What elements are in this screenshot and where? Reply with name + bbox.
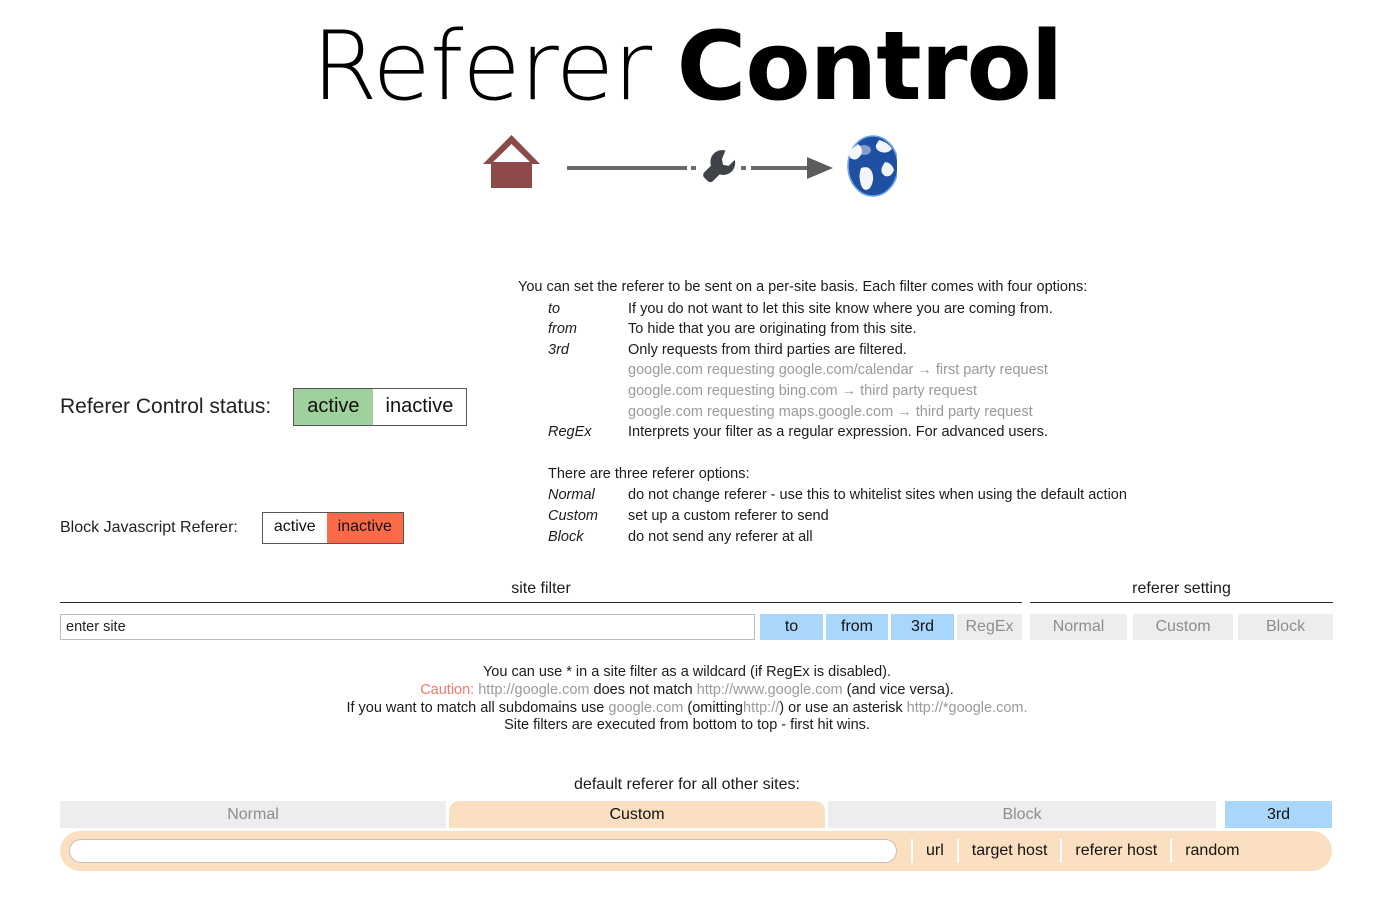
site-filter-input[interactable]: [60, 614, 755, 640]
block-javascript-referer-label: Block Javascript Referer:: [60, 519, 238, 536]
page-title: Referer Control: [0, 0, 1374, 126]
explanation-row-to: to If you do not want to let this site k…: [518, 299, 1053, 320]
def-block: do not send any referer at all: [628, 528, 813, 545]
arrow-right-icon: [807, 157, 833, 179]
referer-option-custom[interactable]: Custom: [1133, 614, 1233, 640]
term-normal: Normal: [548, 487, 595, 504]
def-to: If you do not want to let this site know…: [628, 300, 1053, 317]
flow-dash-left: [691, 166, 696, 170]
explanation-intro: You can set the referer to be sent on a …: [518, 279, 1088, 295]
hint2-url2: http://www.google.com: [696, 681, 843, 698]
referer-options-block: There are three referer options: Normal …: [518, 464, 1158, 547]
term-custom: Custom: [548, 507, 598, 524]
flow-dash-right: [741, 166, 746, 170]
block-javascript-referer-row: Block Javascript Referer: active inactiv…: [60, 512, 404, 544]
default-referer-label: default referer for all other sites:: [574, 776, 800, 793]
def-3rd-main: Only requests from third parties are fil…: [628, 341, 907, 358]
explanation-row-3rd: 3rd Only requests from third parties are…: [518, 340, 1053, 422]
hint2-url1: http://google.com: [478, 681, 590, 698]
default-button-normal[interactable]: Normal: [60, 801, 446, 828]
hint3-a: If you want to match all subdomains use: [346, 699, 605, 716]
hint-line-4: Site filters are executed from bottom to…: [504, 717, 870, 734]
referer-control-status-label: Referer Control status:: [60, 395, 272, 418]
def-3rd: Only requests from third parties are fil…: [628, 340, 1053, 422]
flow-line-left: [567, 166, 687, 170]
explanation-row-from: from To hide that you are originating fr…: [518, 319, 1053, 340]
hint3-url2: http://: [743, 699, 780, 716]
flow-line-right: [751, 166, 809, 170]
custom-referer-input[interactable]: [69, 839, 897, 863]
term-from: from: [548, 321, 577, 338]
status-active-button[interactable]: active: [294, 389, 373, 425]
referer-row-block: Block do not send any referer at all: [518, 527, 1127, 548]
filter-option-from[interactable]: from: [826, 614, 888, 640]
third-example-1: google.com requesting google.com/calenda…: [628, 362, 1048, 379]
term-block: Block: [548, 528, 584, 545]
default-button-custom[interactable]: Custom: [449, 801, 825, 828]
referer-option-normal[interactable]: Normal: [1030, 614, 1127, 640]
explanation-block: You can set the referer to be sent on a …: [518, 277, 1158, 547]
def-regex: Interprets your filter as a regular expr…: [628, 424, 1048, 441]
referer-setting-heading: referer setting: [1030, 580, 1333, 603]
default-referer-buttons: Normal Custom Block 3rd: [0, 801, 1374, 828]
third-example-2: google.com requesting bing.com → third p…: [628, 382, 977, 399]
referer-flow-graphic: [483, 135, 897, 197]
filter-row: to from 3rd RegEx Normal Custom Block: [0, 614, 1374, 642]
block-javascript-referer-toggle[interactable]: active inactive: [261, 512, 404, 544]
hint2-end: (and vice versa).: [846, 681, 954, 698]
custom-button-referer-host[interactable]: referer host: [1060, 839, 1170, 863]
referer-option-block[interactable]: Block: [1238, 614, 1333, 640]
def-normal: do not change referer - use this to whit…: [628, 487, 1127, 504]
referer-options-intro: There are three referer options:: [548, 465, 750, 482]
title-bold-part: Control: [676, 12, 1064, 122]
filter-option-to[interactable]: to: [760, 614, 823, 640]
filter-option-3rd[interactable]: 3rd: [891, 614, 954, 640]
referer-options-table: Normal do not change referer - use this …: [518, 485, 1127, 547]
def-custom: set up a custom referer to send: [628, 507, 829, 524]
referer-row-custom: Custom set up a custom referer to send: [518, 506, 1127, 527]
filter-option-regex[interactable]: RegEx: [957, 614, 1022, 640]
caution-label: Caution:: [420, 681, 475, 698]
filter-headings: site filter referer setting: [0, 580, 1374, 606]
referer-control-status-row: Referer Control status: active inactive: [60, 388, 468, 426]
wrench-icon: [703, 150, 736, 183]
home-icon: [483, 135, 540, 188]
js-active-button[interactable]: active: [262, 513, 327, 543]
hint2-mid: does not match: [593, 681, 693, 698]
default-button-3rd[interactable]: 3rd: [1225, 801, 1332, 828]
hint3-url1: google.com: [608, 699, 684, 716]
custom-button-target-host[interactable]: target host: [956, 839, 1061, 863]
default-button-block[interactable]: Block: [828, 801, 1216, 828]
title-thin-part: Referer: [311, 12, 653, 122]
referer-row-normal: Normal do not change referer - use this …: [518, 485, 1127, 506]
filter-section: site filter referer setting to from 3rd …: [0, 580, 1374, 640]
js-inactive-button[interactable]: inactive: [326, 513, 403, 543]
custom-button-url[interactable]: url: [911, 839, 957, 863]
custom-button-random[interactable]: random: [1170, 839, 1252, 863]
explanation-row-regex: RegEx Interprets your filter as a regula…: [518, 422, 1053, 443]
hint3-url3: http://*google.com.: [906, 699, 1028, 716]
hint-line-1: You can use * in a site filter as a wild…: [482, 664, 892, 680]
hint3-b: (omitting: [687, 699, 743, 716]
custom-referer-bar: url target host referer host random: [60, 831, 1332, 871]
hint-line-3: If you want to match all subdomains use …: [0, 700, 1374, 718]
app-header: Referer Control: [0, 0, 1374, 215]
hint3-c: ) or use an asterisk: [779, 699, 903, 716]
term-to: to: [548, 300, 561, 317]
referer-control-status-toggle[interactable]: active inactive: [293, 388, 468, 426]
filter-options-table: to If you do not want to let this site k…: [518, 299, 1053, 443]
site-filter-heading: site filter: [60, 580, 1022, 603]
term-3rd: 3rd: [548, 341, 569, 358]
term-regex: RegEx: [548, 424, 592, 441]
def-from: To hide that you are originating from th…: [628, 321, 917, 338]
hint-line-2: Caution: http://google.com does not matc…: [0, 682, 1374, 700]
third-example-3: google.com requesting maps.google.com → …: [628, 403, 1033, 420]
globe-icon: [847, 135, 897, 197]
hints-block: You can use * in a site filter as a wild…: [0, 664, 1374, 735]
status-inactive-button[interactable]: inactive: [372, 389, 467, 425]
